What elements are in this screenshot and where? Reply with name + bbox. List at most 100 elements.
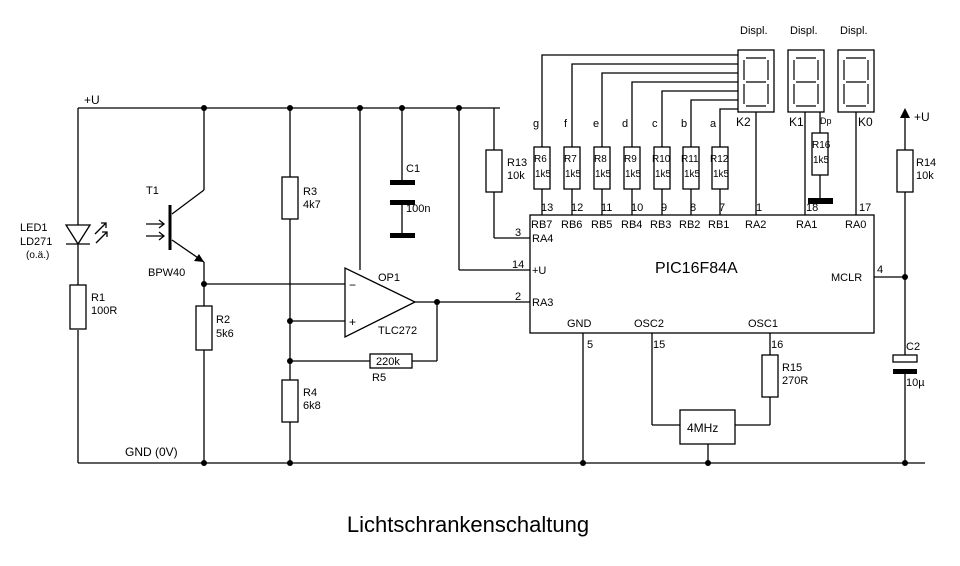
osc1-label: OSC1	[748, 318, 778, 330]
r11-resistor	[682, 146, 700, 190]
osc2-label: OSC2	[634, 318, 664, 330]
r16-value: 1k5	[813, 155, 830, 166]
r8-resistor	[593, 146, 611, 190]
rb2-label: RB2	[679, 219, 700, 231]
r11-ref: R11	[681, 154, 699, 165]
c2-value: 10µ	[906, 377, 925, 389]
rb6-pin: 12	[571, 202, 583, 214]
r10-value: 1k5	[655, 169, 672, 180]
r1-ref: R1	[91, 292, 105, 304]
r2-value: 5k6	[216, 328, 234, 340]
rb6-label: RB6	[561, 219, 582, 231]
ra1-pin: 18	[806, 202, 818, 214]
dp-label: Dp	[820, 116, 832, 126]
r7-ref: R7	[564, 154, 577, 165]
r16-ground-symbol	[808, 198, 833, 204]
r12-resistor	[711, 146, 729, 190]
led1-type: LD271	[20, 236, 52, 248]
mclr-label: MCLR	[831, 272, 862, 284]
ra4-label: RA4	[532, 233, 553, 245]
segment-d: d	[622, 118, 628, 130]
r6-value: 1k5	[535, 169, 552, 180]
r15-resistor	[761, 354, 779, 398]
rb5-pin: 11	[601, 202, 612, 214]
led1-symbol	[64, 208, 108, 285]
r13-resistor	[485, 149, 503, 193]
c1-plate-bottom	[390, 200, 415, 205]
t1-type: BPW40	[148, 267, 185, 279]
ra3-pin: 2	[515, 291, 521, 303]
display-digit-1	[787, 49, 825, 113]
r13-ref: R13	[507, 157, 527, 169]
ra2-pin: 1	[756, 202, 762, 214]
op1-minus: −	[349, 278, 356, 292]
display-digit-2	[737, 49, 775, 113]
rb7-label: RB7	[531, 219, 552, 231]
op1-opamp	[344, 266, 417, 339]
r5-value: 220k	[376, 356, 400, 368]
segment-c: c	[652, 118, 658, 130]
r2-ref: R2	[216, 314, 230, 326]
c2-ref: C2	[906, 341, 920, 353]
rb5-label: RB5	[591, 219, 612, 231]
display-1-label: Displ.	[790, 25, 818, 37]
osc2-pin: 15	[653, 339, 665, 351]
cathode-k1: K1	[789, 115, 804, 129]
rb3-pin: 9	[661, 202, 667, 214]
cathode-k2: K2	[736, 115, 751, 129]
crystal-value: 4MHz	[687, 421, 718, 435]
rb1-pin: 7	[719, 202, 725, 214]
mclr-pin: 4	[877, 264, 883, 276]
rb4-pin: 10	[631, 202, 643, 214]
display-0-label: Displ.	[840, 25, 868, 37]
r13-value: 10k	[507, 170, 525, 182]
c2-plate-top	[892, 354, 918, 363]
r1-resistor	[69, 284, 87, 330]
r11-value: 1k5	[684, 169, 701, 180]
gnd-pin-number: 5	[587, 339, 593, 351]
segment-a: a	[710, 118, 717, 130]
t1-ref: T1	[146, 185, 159, 197]
op1-plus: +	[349, 315, 356, 329]
r12-ref: R12	[710, 154, 729, 165]
vdd-pin: 14	[512, 259, 524, 271]
gnd-pin-label: GND	[567, 318, 592, 330]
segment-resistor-refs: R6 R7 R8 R9 R10 R11 R12 1k5 1k5 1k5 1k5 …	[534, 154, 730, 180]
r14-value: 10k	[916, 170, 934, 182]
r8-value: 1k5	[595, 169, 612, 180]
r3-resistor	[281, 176, 299, 220]
c1-ground-symbol	[390, 233, 415, 238]
vcc-right-label: +U	[914, 110, 930, 124]
r7-value: 1k5	[565, 169, 582, 180]
r6-ref: R6	[534, 154, 547, 165]
r15-value: 270R	[782, 375, 808, 387]
c2-plate-bottom	[893, 369, 917, 374]
osc1-pin: 16	[771, 339, 783, 351]
rb2-pin: 8	[690, 202, 696, 214]
r9-value: 1k5	[625, 169, 642, 180]
r9-resistor	[623, 146, 641, 190]
c1-ref: C1	[406, 163, 420, 175]
r9-ref: R9	[624, 154, 637, 165]
r3-ref: R3	[303, 186, 317, 198]
op1-type: TLC272	[378, 325, 417, 337]
port-b-labels: RB7 RB6 RB5 RB4 RB3 RB2 RB1	[531, 219, 729, 231]
display-2-label: Displ.	[740, 25, 768, 37]
op1-ref: OP1	[378, 272, 400, 284]
led1-note: (o.ä.)	[26, 250, 49, 261]
pic-mcu	[529, 214, 875, 334]
r16-ref: R16	[812, 140, 831, 151]
r7-resistor	[563, 146, 581, 190]
r10-resistor	[653, 146, 671, 190]
ground-rail	[77, 330, 925, 464]
r8-ref: R8	[594, 154, 607, 165]
segment-g: g	[533, 118, 539, 130]
mcu-name: PIC16F84A	[655, 260, 738, 277]
ra0-label: RA0	[845, 219, 866, 231]
port-b-pin-numbers: 13 12 11 10 9 8 7	[541, 202, 725, 214]
rb4-label: RB4	[621, 219, 642, 231]
ra3-label: RA3	[532, 297, 553, 309]
r5-ref: R5	[372, 372, 386, 384]
diagram-caption: Lichtschrankenschaltung	[346, 512, 590, 537]
